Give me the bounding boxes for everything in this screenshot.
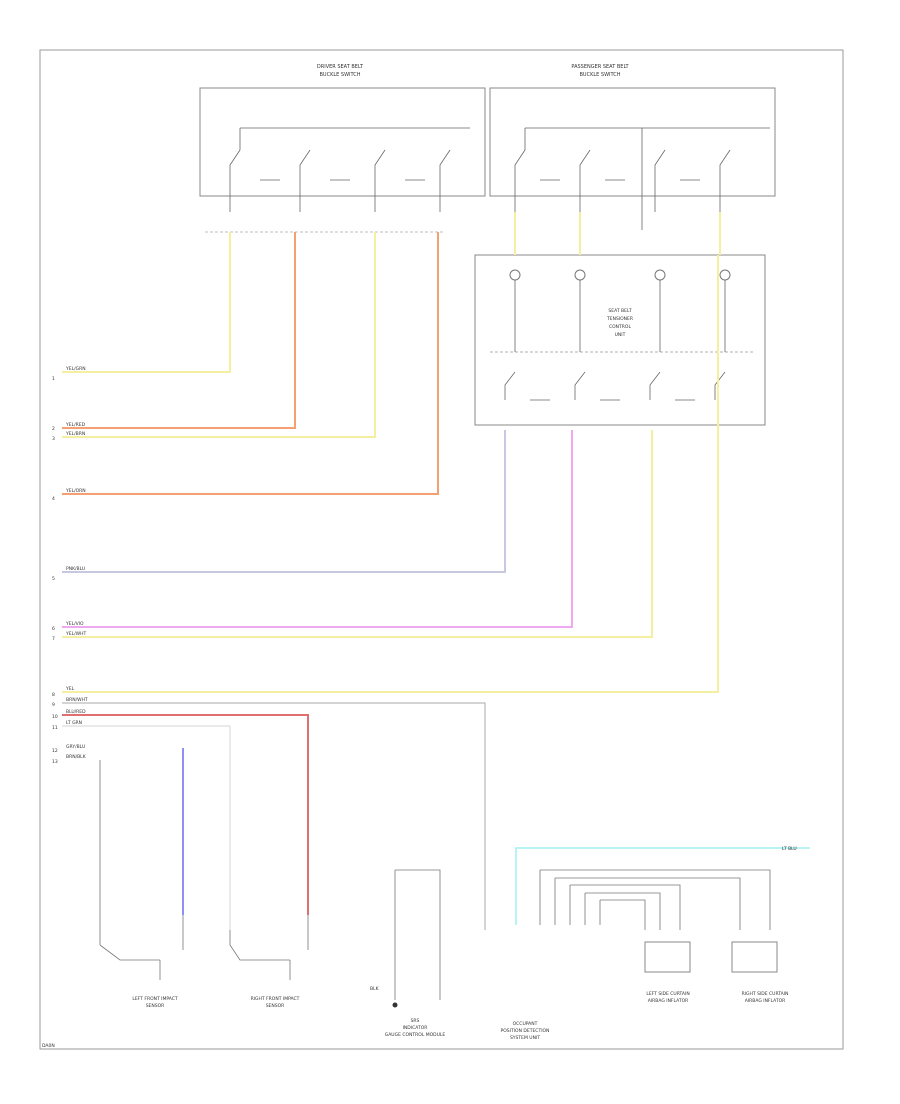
wire-label-7: YEL/WHT — [65, 631, 86, 637]
tensioner-control-box — [474, 254, 766, 426]
left-side-curtain-label-2: AIRBAG INFLATOR — [648, 998, 689, 1004]
wire-brn-wht — [62, 702, 486, 930]
right-front-impact-label-2: SENSOR — [266, 1003, 285, 1009]
wire-yel-wht — [62, 430, 653, 638]
wire-num-10: 10 — [52, 714, 58, 720]
wire-yel-orn — [62, 232, 439, 495]
srs-indicator-label-1: SRS — [411, 1018, 420, 1024]
wire-num-12: 12 — [52, 748, 58, 754]
passenger-switch-box — [489, 87, 776, 197]
wire-label-6: YEL/VIO — [65, 621, 84, 627]
terminal-4 — [719, 269, 731, 281]
wire-lt-grn — [62, 725, 231, 930]
left-front-impact-label-1: LEFT FRONT IMPACT — [132, 996, 178, 1002]
occupant-sensor-label-2: POSITION DETECTION — [501, 1028, 550, 1034]
ground-point — [392, 1002, 398, 1008]
wire-label-12: GRY/BLU — [66, 744, 85, 750]
wire-num-8: 8 — [52, 692, 55, 698]
wire-label-3: YEL/BRN — [65, 431, 85, 437]
control-box-text-1: SEAT BELT — [608, 308, 631, 314]
wire-num-13: 13 — [52, 759, 58, 765]
wire-num-3: 3 — [52, 436, 55, 442]
right-side-curtain-label-2: AIRBAG INFLATOR — [745, 998, 786, 1004]
wire-yel-grn — [62, 232, 231, 373]
right-front-impact-label-1: RIGHT FRONT IMPACT — [251, 996, 300, 1002]
wires — [62, 212, 810, 930]
wire-pnk-blu — [62, 430, 506, 573]
wire-yel-brn — [62, 232, 376, 438]
wire-yel-vio — [62, 430, 573, 628]
terminal-2 — [574, 269, 586, 281]
wire-num-1: 1 — [52, 376, 55, 382]
driver-switches — [229, 127, 470, 212]
wire-num-2: 2 — [52, 426, 55, 432]
wire-yel — [62, 255, 719, 693]
occupant-sensor-label-3: SYSTEM UNIT — [510, 1035, 540, 1041]
srs-indicator-label-2: INDICATOR — [403, 1025, 428, 1031]
wire-label-1: YEL/GRN — [65, 366, 86, 372]
right-side-curtain-label-1: RIGHT SIDE CURTAIN — [742, 991, 789, 997]
left-side-curtain-box — [644, 941, 691, 973]
srs-indicator-label-3: GAUGE CONTROL MODULE — [385, 1032, 446, 1038]
control-box-text-2: TENSIONER — [606, 316, 633, 322]
wire-label-9: BRN/WHT — [66, 697, 88, 703]
wire-label-13: BRN/BLK — [66, 754, 87, 760]
wire-label-10: BLU/RED — [66, 709, 86, 715]
left-side-curtain-label-1: LEFT SIDE CURTAIN — [646, 991, 689, 997]
wire-label-11: LT GRN — [66, 720, 82, 726]
wire-label-2: YEL/RED — [65, 422, 86, 428]
wire-lt-blu — [515, 847, 810, 925]
driver-seat-header-line-1: DRIVER SEAT BELT — [317, 64, 364, 70]
page-code: DA0N — [42, 1043, 55, 1049]
left-front-impact-label-2: SENSOR — [146, 1003, 165, 1009]
right-side-curtain-box — [731, 941, 778, 973]
wire-label-5: PNK/BLU — [66, 566, 85, 572]
wire-num-5: 5 — [52, 576, 55, 582]
ground-label: BLK — [370, 986, 380, 992]
driver-switch-box — [199, 87, 486, 197]
wire-label-4: YEL/ORN — [65, 488, 86, 494]
terminal-1 — [509, 269, 521, 281]
right-wire-label: LT BLU — [782, 846, 797, 852]
diagram-frame — [39, 49, 844, 1050]
control-box-text-4: UNIT — [615, 332, 626, 338]
wire-blu-red — [62, 714, 309, 915]
wire-label-8: YEL — [65, 686, 75, 692]
wire-num-4: 4 — [52, 496, 55, 502]
wire-num-7: 7 — [52, 636, 55, 642]
wire-num-11: 11 — [52, 725, 58, 731]
wire-label-list: 1 YEL/GRN 2 YEL/RED 3 YEL/BRN 4 YEL/ORN … — [52, 366, 88, 765]
wire-yel-red — [62, 232, 296, 429]
control-box-text-3: CONTROL — [609, 324, 631, 330]
impact-sensor-schematics — [99, 760, 771, 1000]
driver-seat-header-line-2: BUCKLE SWITCH — [320, 72, 361, 78]
passenger-seat-header-line-2: BUCKLE SWITCH — [580, 72, 621, 78]
occupant-sensor-label-1: OCCUPANT — [513, 1021, 538, 1027]
passenger-seat-header-line-1: PASSENGER SEAT BELT — [571, 64, 629, 70]
wire-num-6: 6 — [52, 626, 55, 632]
control-switches — [504, 280, 726, 401]
wire-num-9: 9 — [52, 702, 55, 708]
terminal-3 — [654, 269, 666, 281]
passenger-switches — [514, 127, 770, 230]
